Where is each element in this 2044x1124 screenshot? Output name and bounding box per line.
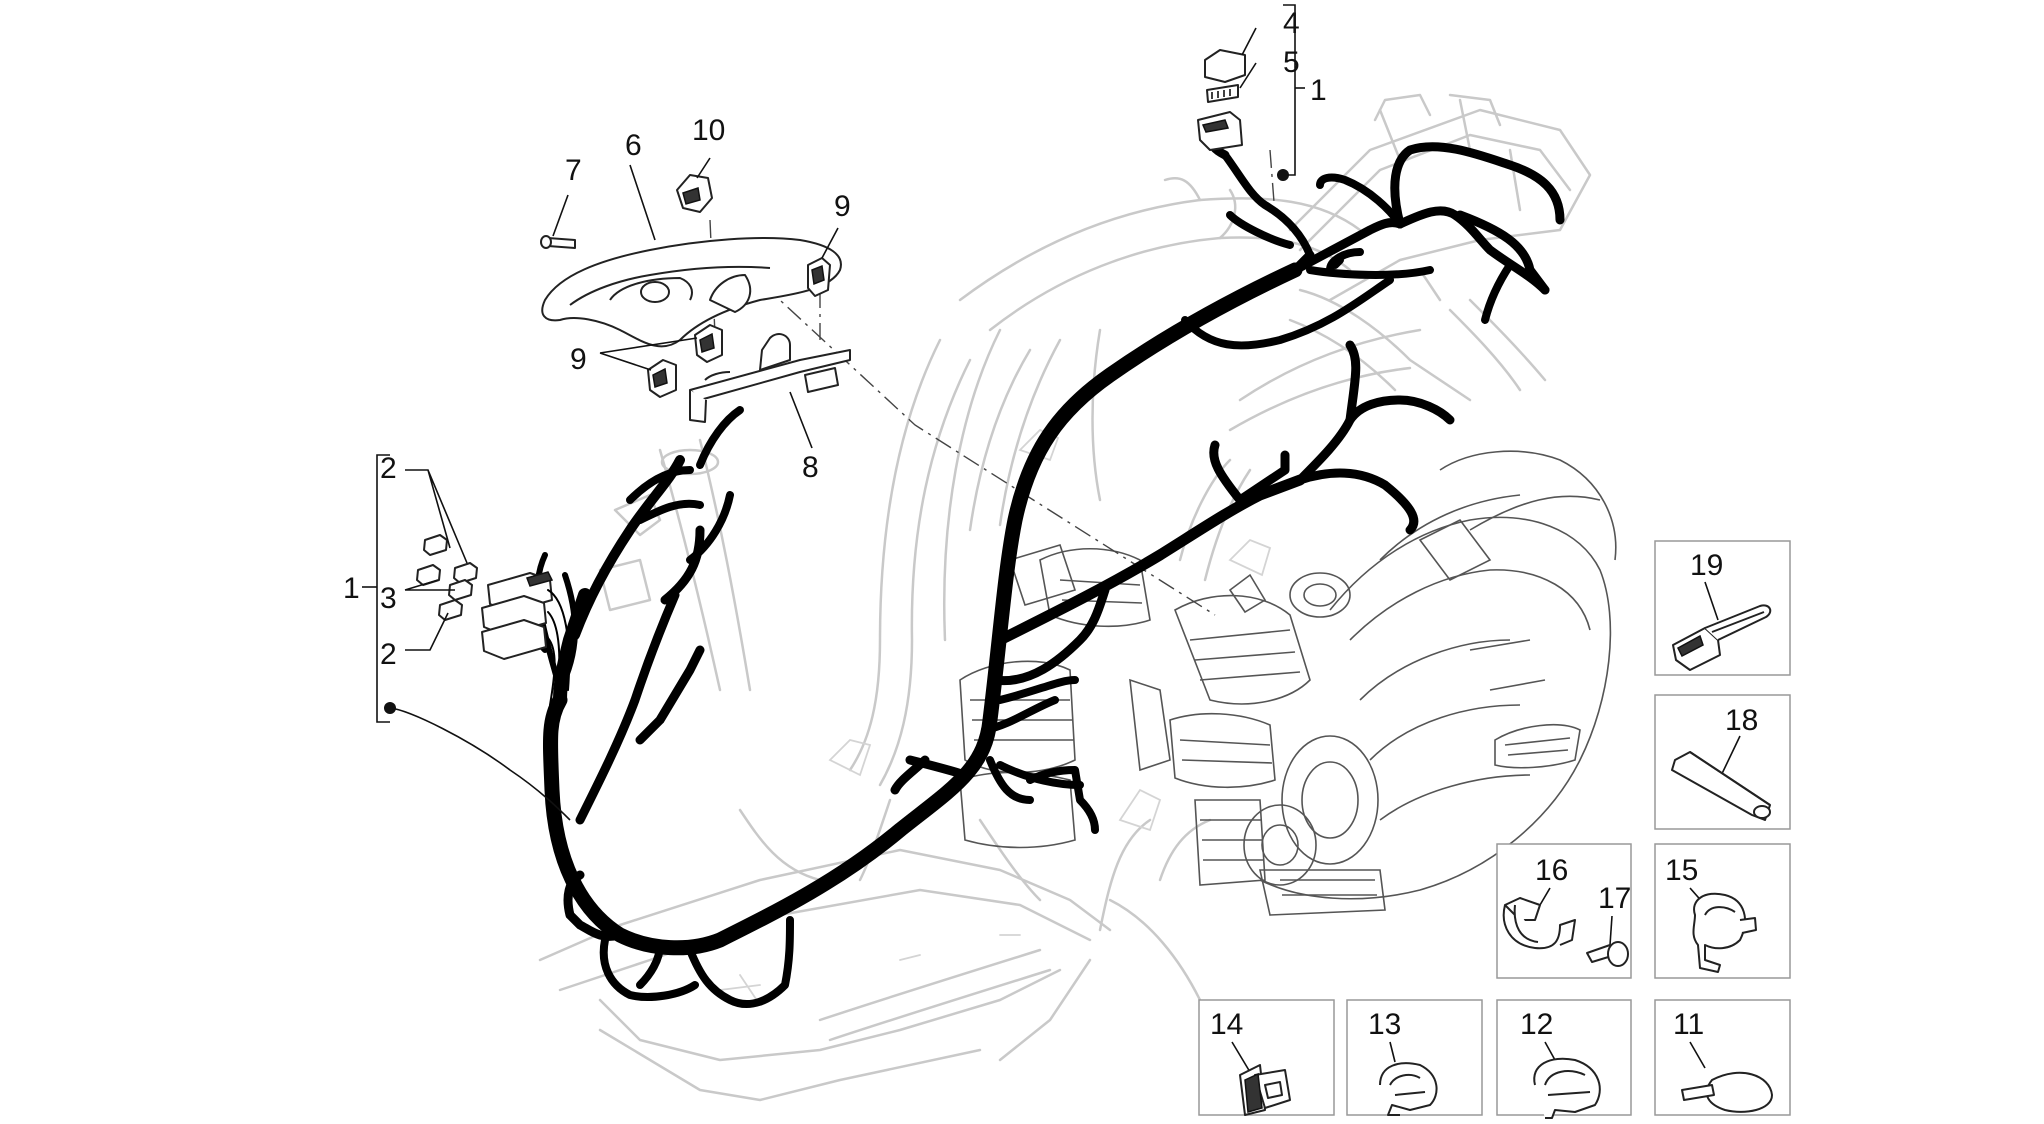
detail-label-16: 16 [1535,854,1568,887]
engine-assembly [959,450,1617,916]
callout-1-top: 1 [1310,74,1327,107]
detail-boxes: 19 18 16 17 [1198,540,1791,1119]
wiring-harness [525,130,1565,1008]
leader-lines [362,4,1305,821]
detail-box-19: 19 [1654,540,1791,676]
callout-3: 3 [380,582,397,615]
callout-6: 6 [625,129,642,162]
detail-box-14: 14 [1198,999,1335,1116]
fuse-box-cover-4 [1204,49,1246,83]
callout-1-left: 1 [343,572,360,605]
fuse-2-a [423,534,448,556]
detail-label-14: 14 [1210,1008,1243,1041]
callout-4: 4 [1283,7,1300,40]
detail-label-11: 11 [1673,1008,1704,1041]
fuse-3-b [448,579,473,601]
callout-numbers: 4 5 1 6 7 10 9 9 8 2 1 3 2 [343,7,1327,671]
detail-label-15: 15 [1665,854,1698,887]
detail-label-12: 12 [1520,1008,1553,1041]
callout-9-single: 9 [834,190,851,223]
fuse-2-b [453,562,478,584]
fuse-holder [1197,111,1243,151]
detail-box-13: 13 [1346,999,1483,1116]
assembly-lines [709,149,1276,616]
fuse-2-c [438,599,463,621]
detail-label-19: 19 [1690,549,1723,582]
detail-box-12: 12 [1496,999,1632,1119]
detail-box-11: 11 [1654,999,1791,1116]
bracket-assembly [540,174,851,423]
detail-label-13: 13 [1368,1008,1401,1041]
relay-c [481,619,547,660]
detail-label-18: 18 [1725,704,1758,737]
bolt-7 [547,237,576,249]
callout-5: 5 [1283,46,1300,79]
callout-7: 7 [565,154,582,187]
relay-group [416,534,571,706]
detail-label-17: 17 [1598,882,1631,915]
fuse-3-a [416,564,441,586]
callout-9-pair: 9 [570,343,587,376]
detail-box-18: 18 [1654,694,1791,830]
callout-2-upper: 2 [380,452,397,485]
detail-box-16-17: 16 17 [1496,843,1632,979]
detail-box-15: 15 [1654,843,1791,979]
callout-2-lower: 2 [380,638,397,671]
fuse-box-top [1197,49,1246,151]
callout-10: 10 [692,114,725,147]
callout-8: 8 [802,451,819,484]
